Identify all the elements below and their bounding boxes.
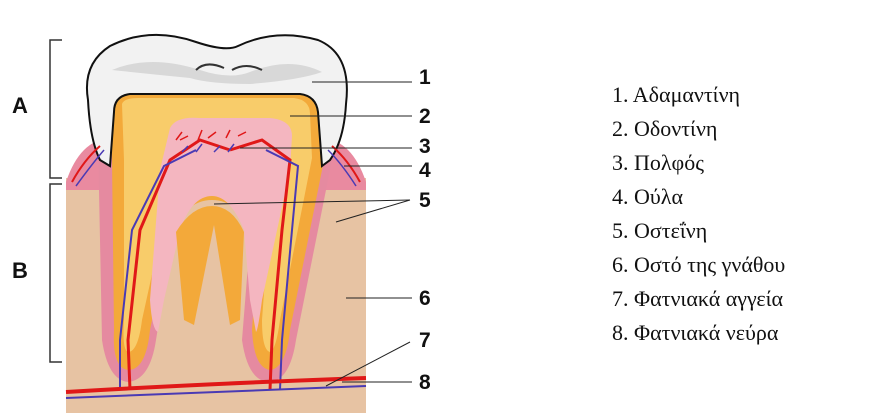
legend-item: 2. Οδοντίνη [612,112,785,146]
callout-2: 2 [419,105,431,128]
callout-4: 4 [419,159,431,182]
callout-7: 7 [419,329,431,352]
region-b-label: B [12,258,28,283]
region-a-bracket [50,40,62,178]
legend-list: 1. Αδαμαντίνη 2. Οδοντίνη 3. Πολφός 4. Ο… [612,78,785,350]
callout-1: 1 [419,66,431,89]
legend-item: 1. Αδαμαντίνη [612,78,785,112]
callout-8: 8 [419,371,431,394]
legend-item: 8. Φατνιακά νεύρα [612,316,785,350]
legend-item: 5. Οστεΐνη [612,214,785,248]
legend-item: 3. Πολφός [612,146,785,180]
legend-item: 4. Ούλα [612,180,785,214]
callout-6: 6 [419,287,431,310]
legend-item: 6. Οστό της γνάθου [612,248,785,282]
callout-3: 3 [419,135,431,158]
legend-item: 7. Φατνιακά αγγεία [612,282,785,316]
callout-5: 5 [419,189,431,212]
region-a-label: A [12,93,28,118]
region-b-bracket [50,184,62,362]
